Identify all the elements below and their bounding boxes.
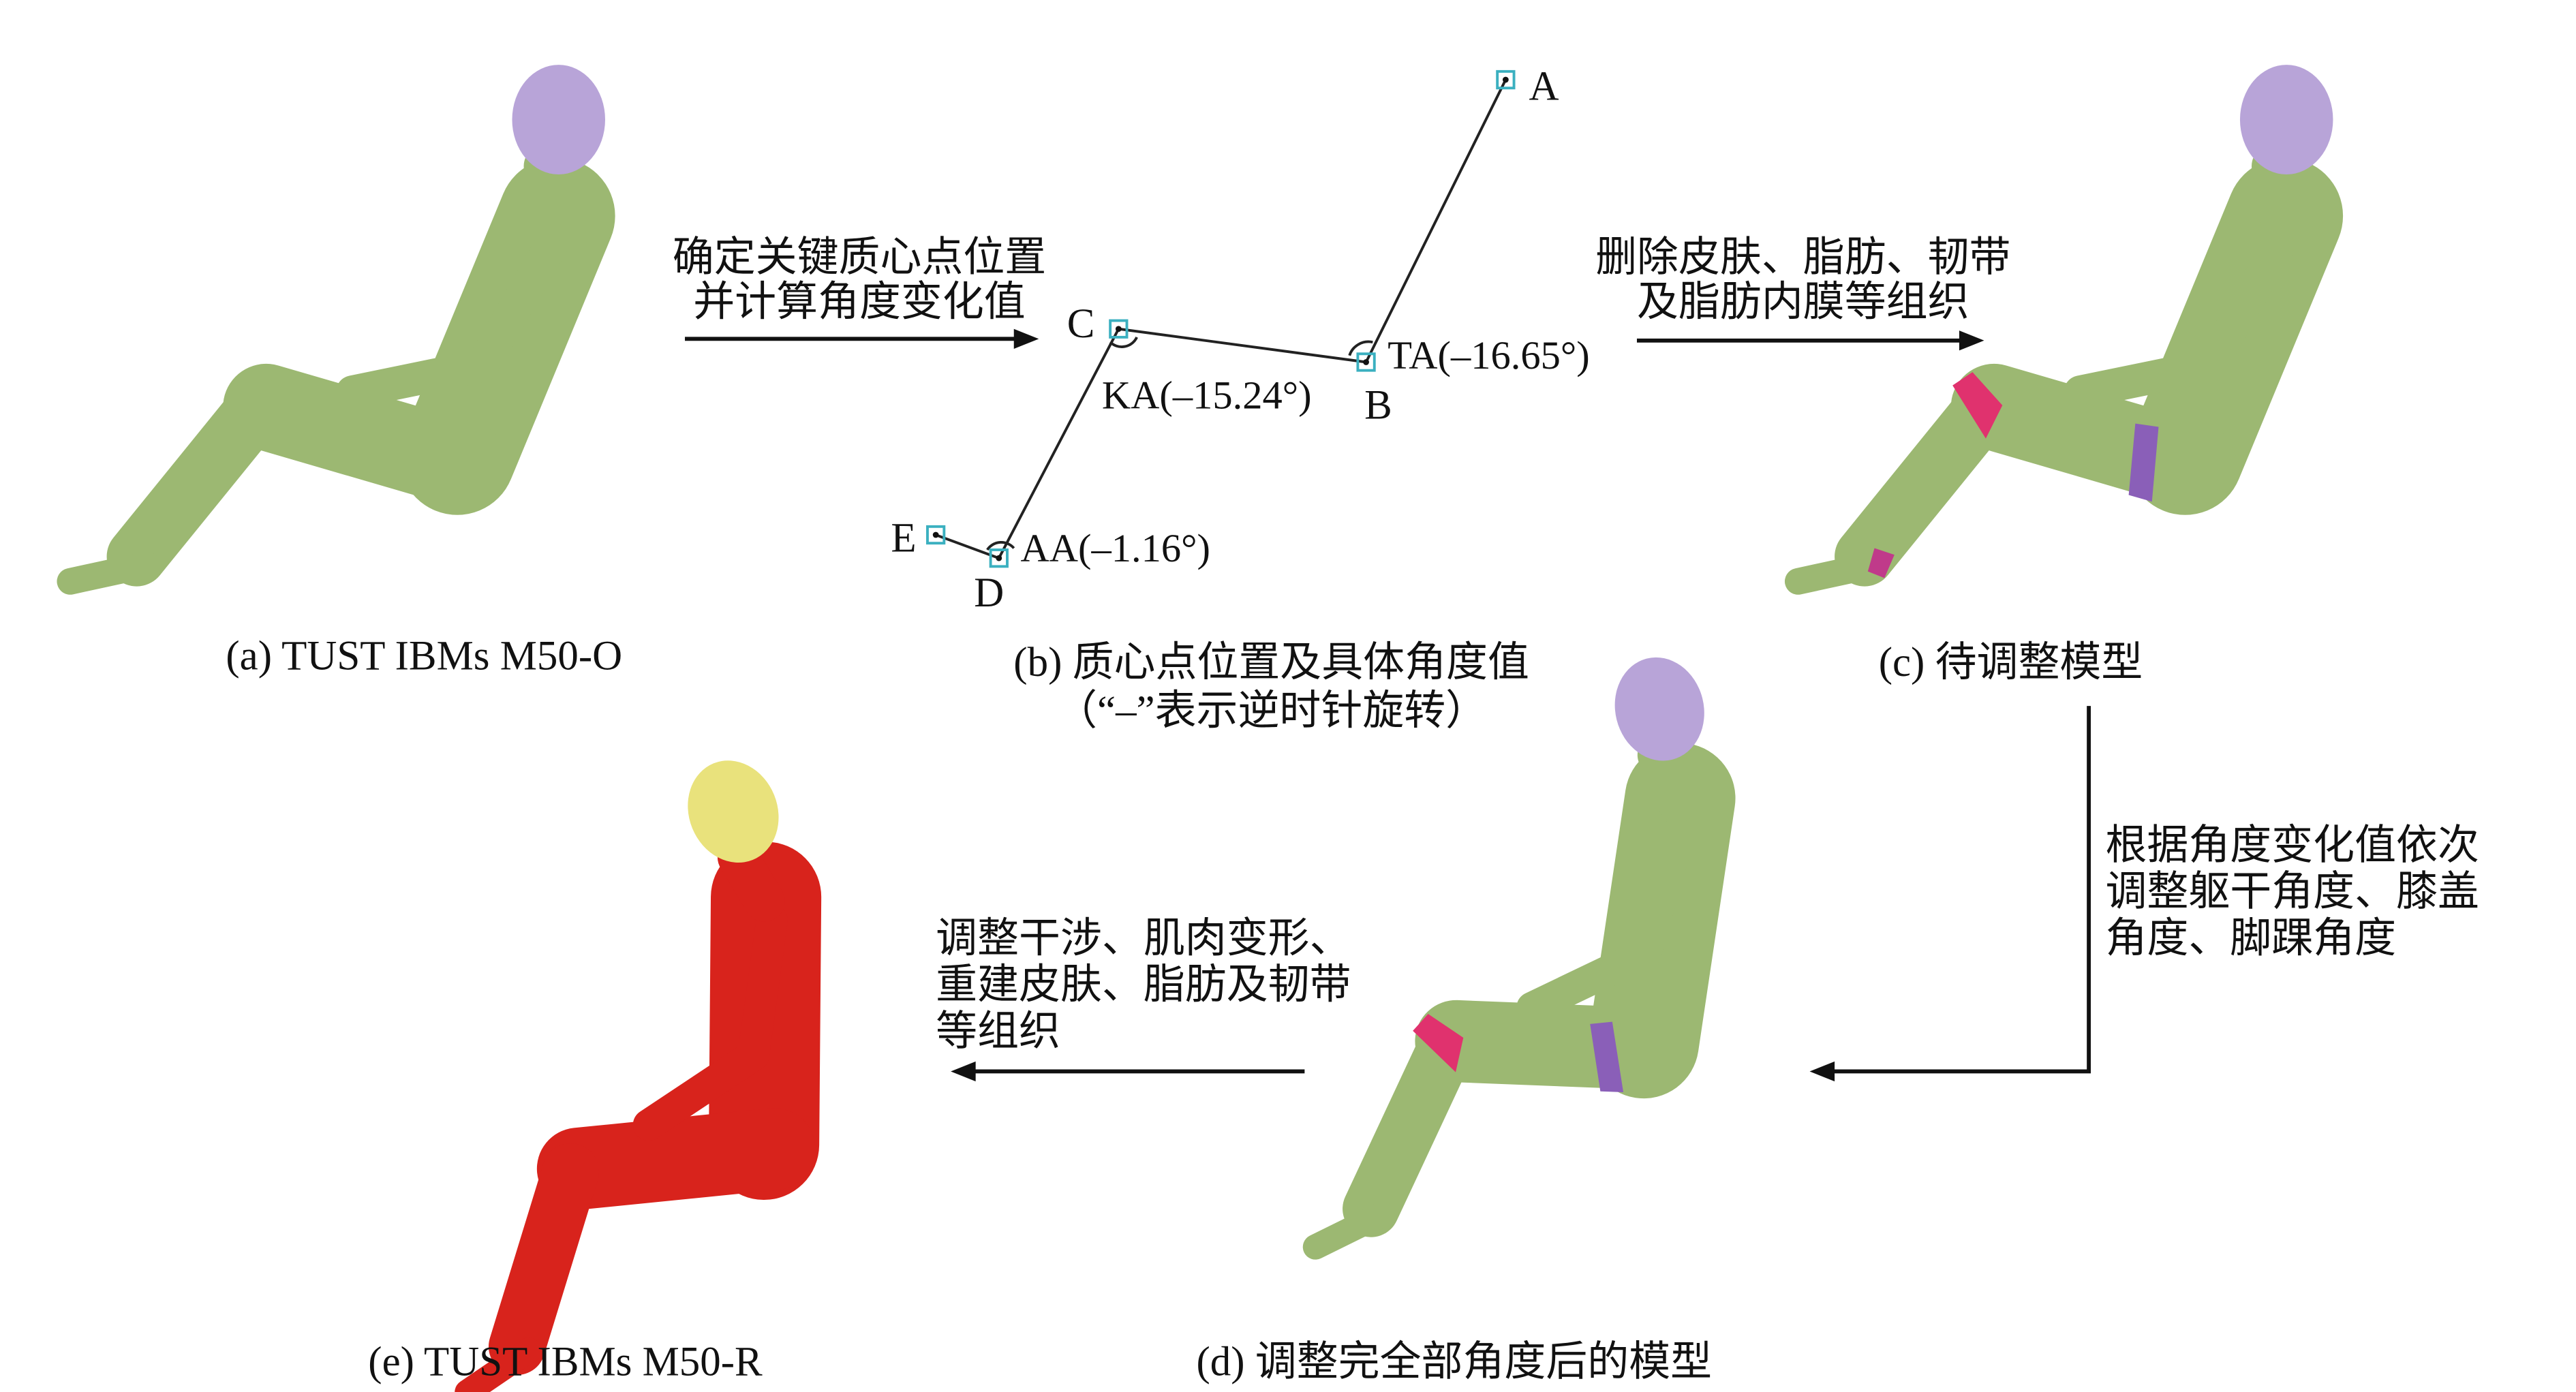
head: [2239, 65, 2333, 174]
caption-e: (e) TUST IBMs M50-R: [368, 1340, 763, 1385]
point-label-c: C: [1067, 301, 1095, 347]
caption-a: (a) TUST IBMs M50-O: [226, 633, 622, 679]
caption-b-line1: (b) 质心点位置及具体角度值: [1013, 640, 1529, 685]
caption-b-line2: （“–”表示逆时针旋转）: [1056, 688, 1487, 734]
point-label-b: B: [1364, 382, 1392, 428]
exposed-tissue: [1590, 1021, 1624, 1092]
angle-label-ta: TA(–16.65°): [1387, 333, 1590, 377]
point-label-d: D: [974, 570, 1004, 616]
step-arrow-2: 删除皮肤、脂肪、韧带 及脂肪内膜等组织: [1595, 234, 2010, 351]
point-label-e: E: [891, 515, 916, 561]
step-4-text-line1: 调整干涉、肌肉变形、: [936, 916, 1351, 961]
step-1-text-line1: 确定关键质心点位置: [673, 234, 1046, 280]
exposed-tissue: [2128, 423, 2159, 502]
step-1-text-line2: 并计算角度变化值: [693, 279, 1026, 325]
exposed-tissue: [1867, 548, 1895, 578]
step-2-text-line2: 及脂肪内膜等组织: [1637, 279, 1969, 325]
step-arrow-3: 根据角度变化值依次 调整躯干角度、膝盖 角度、脚踝角度: [1809, 706, 2479, 1082]
caption-d: (d) 调整完全部角度后的模型: [1196, 1340, 1712, 1385]
exposed-tissue: [1413, 1014, 1464, 1072]
model-a-original: [70, 65, 605, 581]
step-arrow-1: 确定关键质心点位置 并计算角度变化值: [673, 234, 1046, 349]
head: [688, 760, 779, 863]
step-3-text-line2: 调整躯干角度、膝盖: [2105, 869, 2479, 915]
model-c-to-adjust: [1798, 65, 2333, 581]
model-e-repositioned: [283, 760, 938, 1392]
model-d-adjusted: [1197, 657, 1809, 1247]
step-2-text-line1: 删除皮肤、脂肪、韧带: [1595, 234, 2010, 280]
head: [1614, 657, 1704, 761]
step-arrow-4: 调整干涉、肌肉变形、 重建皮肤、脂肪及韧带 等组织: [936, 916, 1351, 1082]
angle-label-aa: AA(–1.16°): [1020, 526, 1210, 570]
exposed-tissue: [1952, 372, 2003, 439]
step-4-text-line3: 等组织: [936, 1008, 1060, 1054]
caption-c: (c) 待调整模型: [1879, 640, 2143, 685]
step-3-text-line1: 根据角度变化值依次: [2105, 822, 2479, 868]
angle-label-ka: KA(–15.24°): [1102, 373, 1312, 418]
step-3-text-line3: 角度、脚踝角度: [2105, 916, 2396, 961]
step-4-text-line2: 重建皮肤、脂肪及韧带: [936, 962, 1351, 1008]
centroid-diagram: A B C D E TA(–16.65°) KA(–15.24°) AA(–1.…: [891, 63, 1589, 616]
head: [512, 65, 606, 174]
point-label-a: A: [1529, 63, 1559, 109]
